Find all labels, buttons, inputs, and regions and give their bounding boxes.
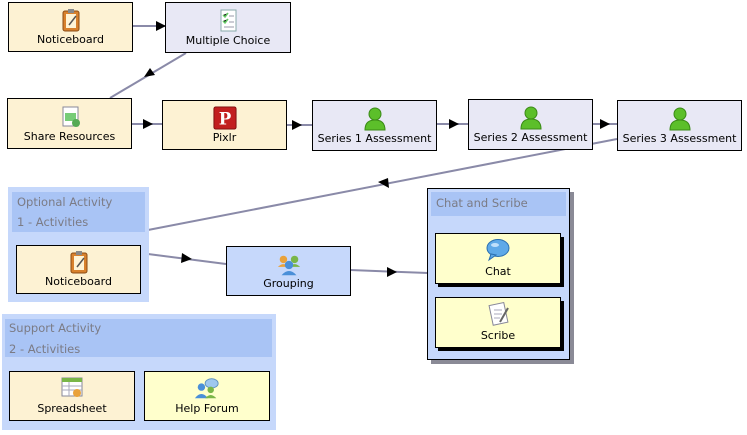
chat-and-scribe-title: Chat and Scribe (436, 196, 528, 210)
chat-bubble-icon (486, 239, 510, 262)
transition-series3-optional[interactable] (147, 138, 618, 231)
activity-label: Scribe (480, 329, 516, 342)
arrowhead (387, 267, 397, 277)
svg-text:P: P (218, 108, 231, 128)
clipboard-icon (70, 251, 87, 274)
arrowhead (449, 119, 459, 129)
optional-activity-header (12, 192, 145, 232)
support-activity-subtitle: 2 - Activities (9, 342, 81, 356)
chat-and-scribe-header (431, 192, 566, 216)
activity-noticeboard[interactable]: Noticeboard (8, 2, 133, 52)
forum-icon (194, 378, 219, 399)
spreadsheet-icon (61, 377, 83, 397)
activity-label: Share Resources (23, 130, 116, 143)
support-activity-container[interactable]: Support Activity 2 - Activities Spreadsh… (2, 314, 276, 430)
activity-label: Series 2 Assessment (473, 131, 588, 144)
user-icon (668, 107, 691, 131)
activity-multiple-choice[interactable]: Multiple Choice (165, 2, 291, 53)
activity-noticeboard-optional[interactable]: Noticeboard (16, 245, 141, 294)
arrowhead (181, 253, 192, 263)
activity-label: Series 1 Assessment (317, 132, 432, 145)
optional-activity-title: Optional Activity (17, 195, 113, 209)
activity-series3-assessment[interactable]: Series 3 Assessment (617, 100, 742, 151)
activity-label: Grouping (263, 277, 314, 290)
user-icon (363, 107, 386, 131)
scribe-icon (488, 302, 509, 326)
activity-scribe[interactable]: Scribe (435, 297, 561, 348)
arrowhead (143, 119, 153, 129)
activity-chat[interactable]: Chat (435, 233, 561, 284)
activity-label: Multiple Choice (185, 34, 271, 47)
chat-and-scribe-container[interactable]: Chat and Scribe Chat Scribe (427, 188, 570, 360)
activity-label: Series 3 Assessment (622, 132, 737, 145)
support-activity-header (5, 319, 272, 357)
optional-activity-container[interactable]: Optional Activity 1 - Activities Noticeb… (8, 187, 149, 302)
activity-help-forum[interactable]: Help Forum (144, 371, 270, 421)
activity-label: Help Forum (175, 402, 239, 415)
arrowhead (156, 21, 166, 31)
activity-label: Noticeboard (37, 33, 104, 46)
pixlr-icon: P (212, 106, 237, 130)
activity-label: Chat (485, 265, 511, 278)
arrowhead (292, 120, 302, 130)
activity-label: Pixlr (212, 131, 237, 144)
checklist-icon (220, 9, 237, 32)
optional-activity-subtitle: 1 - Activities (17, 215, 89, 229)
clipboard-icon (62, 9, 79, 32)
activity-label: Spreadsheet (37, 402, 107, 415)
share-resources-icon (62, 106, 80, 127)
user-icon (519, 106, 542, 130)
activity-spreadsheet[interactable]: Spreadsheet (9, 371, 135, 421)
activity-share-resources[interactable]: Share Resources (7, 98, 132, 149)
arrowhead (144, 68, 155, 77)
activity-label: Noticeboard (45, 275, 112, 288)
support-activity-title: Support Activity (9, 321, 102, 335)
activity-pixlr[interactable]: P Pixlr (162, 100, 287, 150)
arrowhead (378, 178, 389, 188)
arrowhead (600, 119, 610, 129)
activity-grouping[interactable]: Grouping (226, 246, 351, 296)
activity-series2-assessment[interactable]: Series 2 Assessment (468, 99, 593, 150)
group-users-icon (277, 255, 300, 276)
activity-series1-assessment[interactable]: Series 1 Assessment (312, 100, 437, 151)
